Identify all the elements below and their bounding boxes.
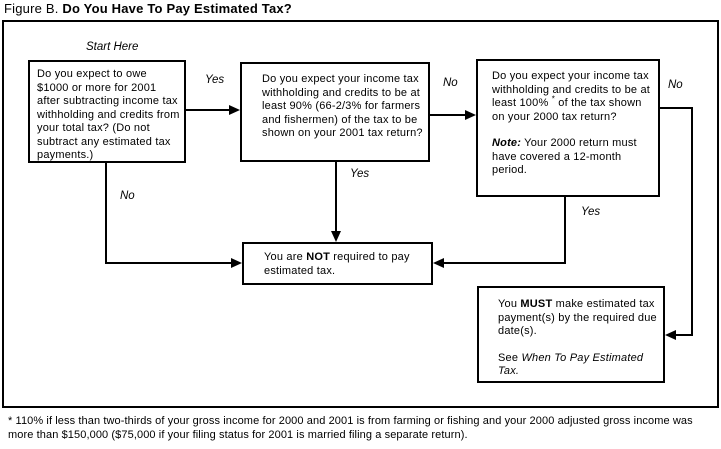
box-withholding-100pct-question: Do you expect your income tax withholdin… <box>476 59 660 197</box>
box-withholding-100pct-note: Note: Your 2000 return must have covered… <box>492 137 653 178</box>
edge-label-q3-yes: Yes <box>581 206 601 218</box>
edge-label-q2-no: No <box>443 77 458 89</box>
must-pay-post: make estimated tax payment(s) by the req… <box>498 298 657 337</box>
edge-label-q2-yes: Yes <box>350 168 370 180</box>
see-reference-title: When To Pay Estimated Tax. <box>498 351 644 378</box>
must-pay-pre: You <box>498 298 521 310</box>
box-owe-1000-question: Do you expect to owe $1000 or more for 2… <box>28 60 186 163</box>
box-must-pay-result: You MUST make estimated tax payment(s) b… <box>477 286 665 383</box>
box-withholding-90pct-text: Do you expect your income tax withholdin… <box>262 73 423 139</box>
see-label: See <box>498 351 522 364</box>
figure-title-main: Do You Have To Pay Estimated Tax? <box>62 1 292 16</box>
edge-label-q1-no: No <box>120 190 135 202</box>
not-required-bold: NOT <box>306 251 331 263</box>
must-pay-see-reference: See When To Pay Estimated Tax. <box>498 352 658 379</box>
box-owe-1000-text: Do you expect to owe $1000 or more for 2… <box>37 68 180 161</box>
figure-title: Figure B. Do You Have To Pay Estimated T… <box>4 1 292 16</box>
figure-title-prefix: Figure B. <box>4 1 63 16</box>
q3-text-before-asterisk: Do you expect your income tax withholdin… <box>492 70 651 109</box>
must-pay-text: You MUST make estimated tax payment(s) b… <box>498 298 658 339</box>
box-not-required-result: You are NOT required to pay estimated ta… <box>242 242 433 285</box>
footnote-asterisk-marker: * <box>551 94 556 104</box>
start-here-label: Start Here <box>86 41 139 53</box>
flowchart-border <box>2 20 719 408</box>
note-label: Note: <box>492 137 522 149</box>
q3-text-after-asterisk: of the tax shown on your 2000 tax return… <box>492 97 642 123</box>
box-withholding-90pct-question: Do you expect your income tax withholdin… <box>240 62 430 162</box>
note-text: Your 2000 return must have covered a 12-… <box>492 137 637 176</box>
edge-label-q1-yes: Yes <box>205 74 225 86</box>
edge-label-q3-no: No <box>668 79 683 91</box>
not-required-pre: You are <box>264 251 307 263</box>
box-withholding-100pct-text: Do you expect your income tax withholdin… <box>492 70 653 124</box>
not-required-post: required to pay estimated tax. <box>264 251 410 277</box>
footnote: * 110% if less than two-thirds of your g… <box>8 415 693 441</box>
must-pay-bold: MUST <box>520 298 553 310</box>
